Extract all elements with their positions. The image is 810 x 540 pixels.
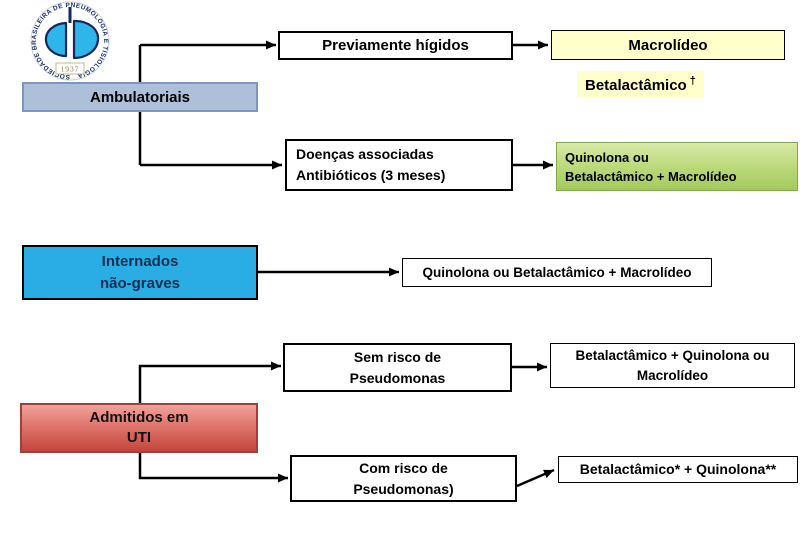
node-beta-quinolona-asteriscos: Betalactâmico* + Quinolona** bbox=[558, 456, 798, 483]
node-internados-nao-graves: Internados não-graves bbox=[22, 245, 258, 300]
node-beta-quinolona-ou-macro: Betalactâmico + Quinolona ou Macrolídeo bbox=[550, 343, 795, 388]
lung-right-shape bbox=[72, 19, 100, 60]
node-com-risco-line2: Pseudomonas) bbox=[353, 480, 454, 497]
node-internados-line1: Internados bbox=[101, 252, 179, 270]
node-betalactamico-nota: Betalactâmico† bbox=[577, 71, 704, 98]
node-admitidos-line2: UTI bbox=[126, 429, 152, 446]
node-quinolona-verde-line1: Quinolona ou bbox=[565, 149, 649, 165]
node-macrolideo: Macrolídeo bbox=[551, 30, 785, 60]
node-previamente-higidos-label: Previamente hígidos bbox=[322, 37, 469, 54]
lung-left-shape bbox=[44, 21, 68, 58]
logo-circle bbox=[30, 1, 110, 81]
node-internados-line2: não-graves bbox=[99, 274, 181, 292]
node-ambulatoriais: Ambulatoriais bbox=[22, 82, 258, 112]
node-sem-risco-pseudomonas: Sem risco de Pseudomonas bbox=[283, 343, 512, 392]
node-betalactamico-nota-label: Betalactâmico bbox=[585, 77, 687, 94]
node-previamente-higidos: Previamente hígidos bbox=[278, 31, 513, 60]
node-quinolona-verde: Quinolona ou Betalactâmico + Macrolídeo bbox=[556, 142, 798, 191]
node-beta-quinolona-line2: Macrolídeo bbox=[636, 367, 709, 383]
node-sem-risco-line1: Sem risco de bbox=[353, 348, 442, 365]
node-beta-quinolona-line1: Betalactâmico + Quinolona ou bbox=[575, 347, 770, 363]
logo-year-text: 1937 bbox=[61, 65, 80, 74]
node-com-risco-pseudomonas: Com risco de Pseudomonas) bbox=[290, 455, 517, 502]
node-ambulatoriais-label: Ambulatoriais bbox=[89, 88, 191, 106]
connector-uti-comrisco bbox=[138, 453, 288, 483]
logo-year-box bbox=[55, 62, 85, 75]
node-quinolona-branco-label: Quinolona ou Betalactâmico + Macrolídeo bbox=[422, 264, 692, 280]
node-quinolona-verde-line2: Betalactâmico + Macrolídeo bbox=[565, 168, 737, 184]
sbpt-logo: SOCIEDADE BRASILEIRA DE PNEUMOLOGIA E TI… bbox=[30, 1, 110, 81]
connector-comrisco-beta bbox=[516, 468, 555, 488]
node-admitidos-line1: Admitidos em bbox=[89, 409, 189, 426]
node-admitidos-em-uti: Admitidos em UTI bbox=[20, 403, 258, 453]
node-doencas-line1: Doenças associadas bbox=[296, 146, 434, 162]
node-quinolona-branco: Quinolona ou Betalactâmico + Macrolídeo bbox=[402, 258, 712, 287]
node-beta-quinolona-asteriscos-label: Betalactâmico* + Quinolona** bbox=[579, 461, 777, 477]
dagger-superscript: † bbox=[689, 75, 696, 87]
node-macrolideo-label: Macrolídeo bbox=[628, 36, 708, 54]
node-doencas-associadas: Doenças associadas Antibióticos (3 meses… bbox=[285, 139, 513, 191]
node-sem-risco-line2: Pseudomonas bbox=[349, 369, 446, 386]
node-doencas-line2: Antibióticos (3 meses) bbox=[296, 167, 446, 183]
node-com-risco-line1: Com risco de bbox=[359, 459, 448, 476]
connector-uti-semrisco bbox=[138, 361, 281, 403]
